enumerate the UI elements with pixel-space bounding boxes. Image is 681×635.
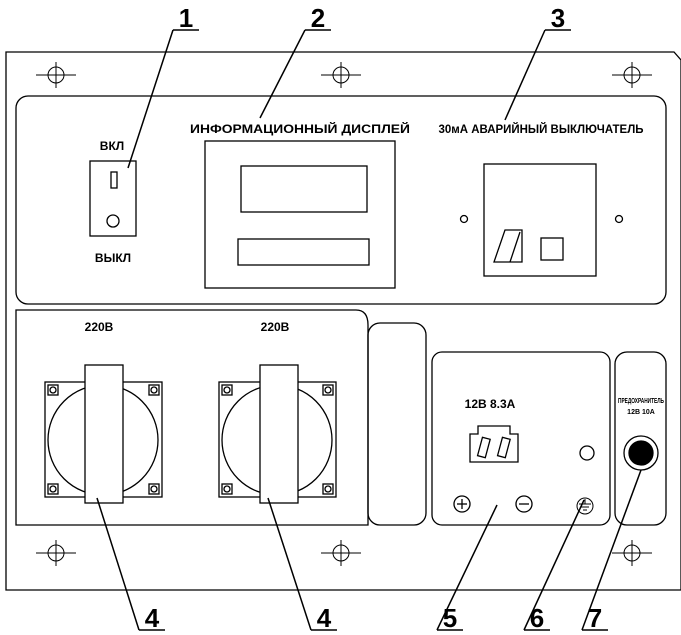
ground-terminal-icon [576, 497, 594, 515]
dc-output-label: 12В 8.3А [465, 397, 516, 411]
switch-on-label: ВКЛ [100, 139, 124, 153]
socket-area [15, 309, 369, 526]
socket-220v-right [218, 364, 337, 504]
callout-number: 1 [179, 3, 193, 33]
mounting-marks [36, 62, 652, 566]
upper-section [15, 95, 667, 305]
panel-outline [5, 51, 681, 591]
socket-right-label: 220В [261, 320, 290, 334]
callout-number: 4 [317, 603, 332, 633]
callout-number: 5 [443, 603, 457, 633]
callout-number: 7 [588, 603, 602, 633]
plus-terminal-icon [453, 495, 471, 513]
callout-leaders [96, 29, 642, 631]
fuse-label-line1: ПРЕДОХРАНИТЕЛЬ [618, 398, 664, 405]
socket-left-label: 220В [85, 320, 114, 334]
residual-current-breaker [459, 163, 624, 277]
power-switch [89, 160, 137, 237]
fuse-label-line2: 12В 10А [627, 409, 655, 416]
dc-panel [431, 351, 611, 526]
minus-terminal-icon [515, 495, 533, 513]
display-label: ИНФОРМАЦИОННЫЙ ДИСПЛЕЙ [190, 121, 410, 136]
blank-cover [367, 322, 427, 526]
callout-number: 6 [530, 603, 544, 633]
dc-outlet [469, 425, 519, 463]
callout-number: 2 [311, 3, 325, 33]
switch-off-label: ВЫКЛ [95, 251, 131, 265]
socket-220v-left [44, 364, 163, 504]
fuse-holder [623, 435, 659, 471]
information-display [204, 140, 396, 289]
fuse-panel [614, 351, 667, 526]
callout-number: 3 [551, 3, 565, 33]
breaker-label: 30мА АВАРИЙНЫЙ ВЫКЛЮЧАТЕЛЬ [439, 121, 644, 136]
callout-number: 4 [145, 603, 160, 633]
indicator-hole [579, 445, 595, 461]
